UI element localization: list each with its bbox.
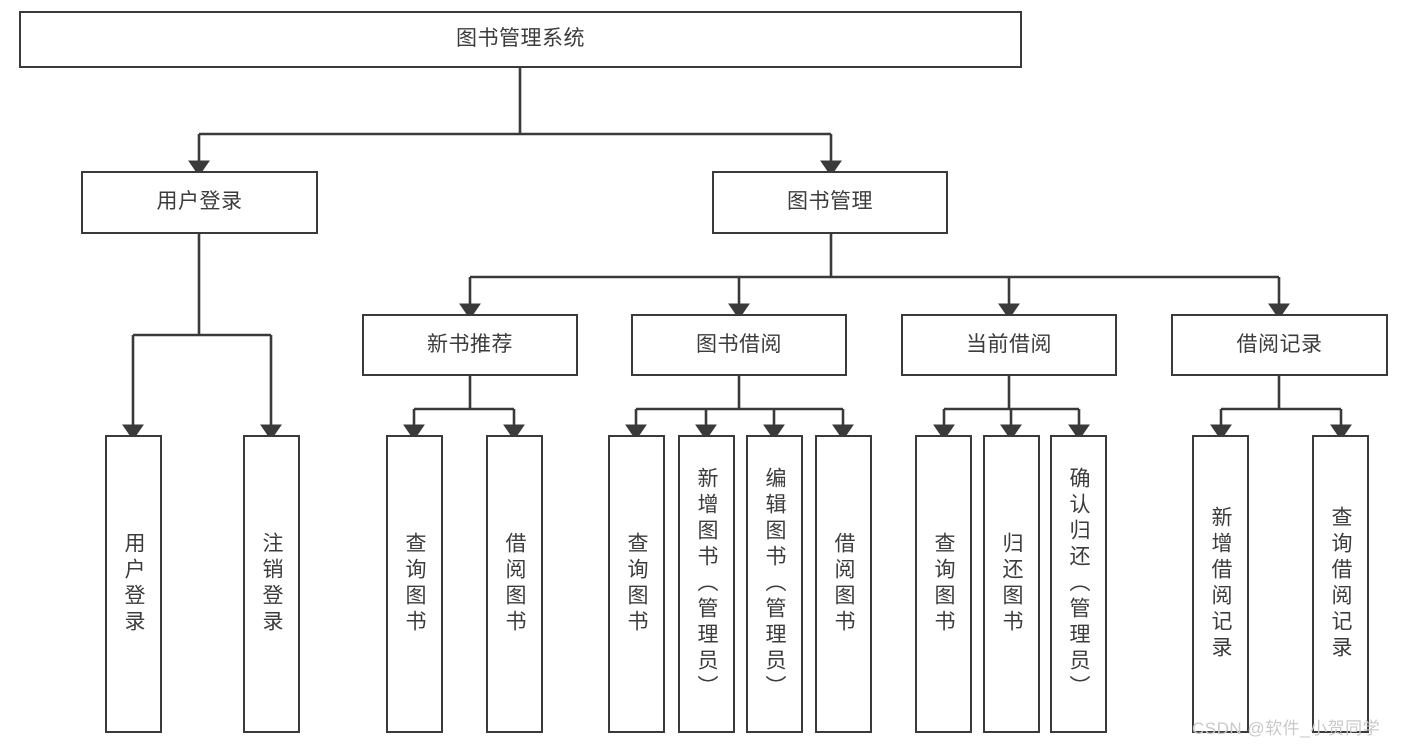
node-leaf-return-book-label: 归还图书: [1000, 532, 1023, 636]
node-borrow-record-label: 借阅记录: [1236, 332, 1323, 356]
node-leaf-return-book[interactable]: 归还图书: [983, 435, 1040, 733]
node-leaf-edit-book-label: 编辑图书（管理员）: [763, 467, 786, 701]
node-leaf-query-book-2[interactable]: 查询图书: [608, 435, 665, 733]
node-user-login[interactable]: 用户登录: [81, 171, 318, 234]
node-leaf-edit-book[interactable]: 编辑图书（管理员）: [746, 435, 803, 733]
node-root-label: 图书管理系统: [456, 27, 585, 51]
node-new-book-recommend[interactable]: 新书推荐: [362, 314, 578, 376]
node-book-manage-label: 图书管理: [787, 190, 873, 214]
node-leaf-add-record[interactable]: 新增借阅记录: [1192, 435, 1249, 733]
node-leaf-user-login[interactable]: 用户登录: [105, 435, 162, 733]
node-leaf-borrow-book-1-label: 借阅图书: [503, 532, 526, 636]
node-leaf-borrow-book-1[interactable]: 借阅图书: [486, 435, 543, 733]
node-user-login-label: 用户登录: [156, 190, 243, 214]
node-leaf-user-login-label: 用户登录: [122, 532, 145, 636]
node-leaf-query-book-1[interactable]: 查询图书: [386, 435, 443, 733]
node-leaf-add-record-label: 新增借阅记录: [1209, 506, 1232, 662]
node-leaf-borrow-book-2[interactable]: 借阅图书: [815, 435, 872, 733]
node-leaf-add-book-label: 新增图书（管理员）: [695, 467, 718, 701]
node-new-book-recommend-label: 新书推荐: [427, 332, 513, 356]
node-leaf-query-book-3[interactable]: 查询图书: [915, 435, 972, 733]
node-leaf-user-logout[interactable]: 注销登录: [243, 435, 300, 733]
node-current-borrow[interactable]: 当前借阅: [901, 314, 1117, 376]
node-root[interactable]: 图书管理系统: [19, 11, 1022, 68]
node-book-borrow[interactable]: 图书借阅: [631, 314, 847, 376]
watermark-text: CSDN @软件_小贺同学: [1192, 719, 1381, 738]
node-leaf-query-book-2-label: 查询图书: [625, 532, 648, 636]
node-leaf-borrow-book-2-label: 借阅图书: [832, 532, 855, 636]
node-borrow-record[interactable]: 借阅记录: [1171, 314, 1388, 376]
node-book-manage[interactable]: 图书管理: [712, 171, 948, 234]
node-leaf-confirm-return-label: 确认归还（管理员）: [1067, 467, 1090, 701]
node-leaf-query-book-3-label: 查询图书: [932, 532, 955, 636]
node-leaf-add-book[interactable]: 新增图书（管理员）: [678, 435, 735, 733]
node-leaf-query-book-1-label: 查询图书: [403, 532, 426, 636]
node-leaf-user-logout-label: 注销登录: [260, 532, 283, 636]
node-current-borrow-label: 当前借阅: [966, 332, 1052, 356]
node-leaf-query-record[interactable]: 查询借阅记录: [1312, 435, 1369, 733]
node-book-borrow-label: 图书借阅: [696, 332, 782, 356]
node-leaf-query-record-label: 查询借阅记录: [1329, 506, 1352, 662]
node-leaf-confirm-return[interactable]: 确认归还（管理员）: [1050, 435, 1107, 733]
